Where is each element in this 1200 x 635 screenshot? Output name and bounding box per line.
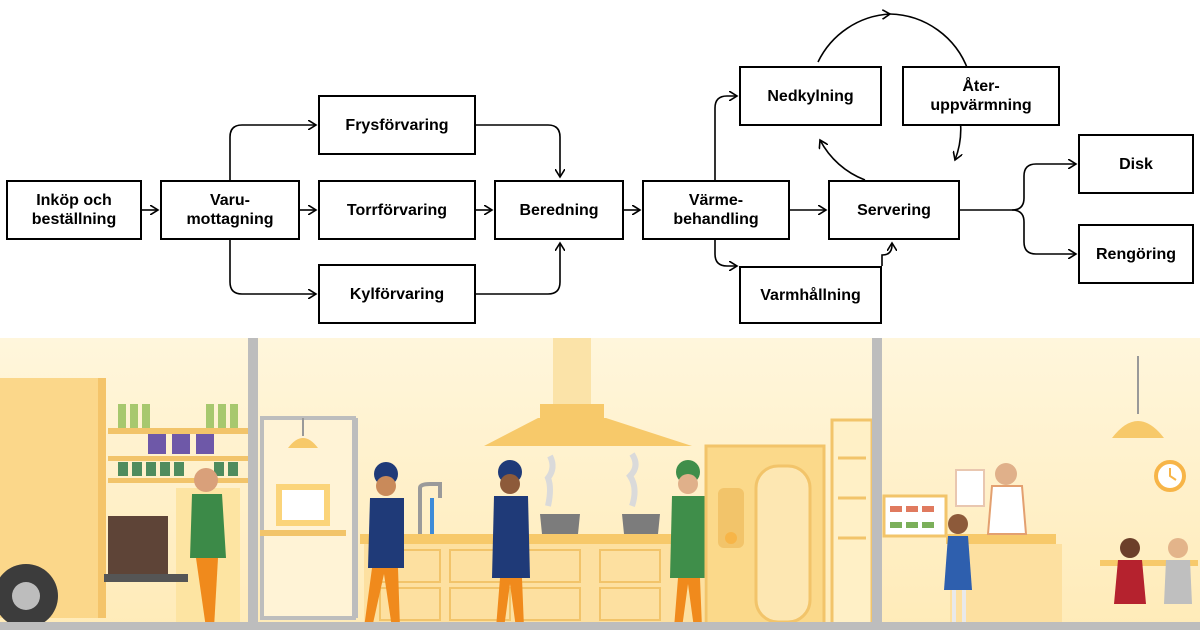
node-varmebehandling: Värme- behandling [642,180,790,240]
node-nedkylning: Nedkylning [739,66,882,126]
kitchen-scene-svg [0,338,1200,632]
clock-icon [1154,460,1186,492]
node-frysforvaring: Frysförvaring [318,95,476,155]
edge-varme-nedkylning [714,96,737,180]
node-kylforvaring: Kylförvaring [318,264,476,324]
loop-nedkylning-ateruppvarmning [817,14,890,63]
flowchart-connectors [142,0,1200,340]
node-ateruppvarmning: Åter- uppvärmning [902,66,1060,126]
worker-storage [190,468,226,628]
chef-2 [492,460,530,628]
chef-1 [364,462,404,628]
edge-varu-kyl [229,240,316,294]
diners [1100,538,1198,604]
edge-servering-rengoring [1011,209,1076,254]
node-rengoring: Rengöring [1078,224,1194,284]
edge-servering-disk [1011,164,1076,211]
node-torrforvaring: Torrförvaring [318,180,476,240]
chef-3 [670,460,708,628]
sink-icon [418,482,442,534]
server-person [986,463,1028,535]
fridge-icon [830,418,874,632]
pendant-lamp-icon [288,418,318,448]
node-varmhallning: Varmhållning [739,266,882,324]
loop-servering-nedkylning [820,140,866,181]
range-hood-icon [484,338,692,446]
edge-varme-varmhallning [714,240,737,266]
node-inkop-och-bestallning: Inköp och beställning [6,180,142,240]
edge-varmhallning-servering [881,243,892,266]
computer-icon [260,416,356,620]
node-beredning: Beredning [494,180,624,240]
edge-kyl-beredning [476,243,560,295]
pendant-lamp-icon [1112,356,1164,438]
edge-frys-beredning [476,124,560,177]
child-in-line [944,514,972,622]
process-flowchart: Inköp och beställning Varu- mottagning F… [6,0,1200,340]
node-servering: Servering [828,180,960,240]
edge-varu-frys [229,125,316,180]
node-varumottagning: Varu- mottagning [160,180,300,240]
combi-oven-icon [704,444,826,632]
delivery-truck-icon [0,378,106,628]
node-disk: Disk [1078,134,1194,194]
cooking-pot-icon [540,452,660,534]
kitchen-illustration [0,338,1200,632]
